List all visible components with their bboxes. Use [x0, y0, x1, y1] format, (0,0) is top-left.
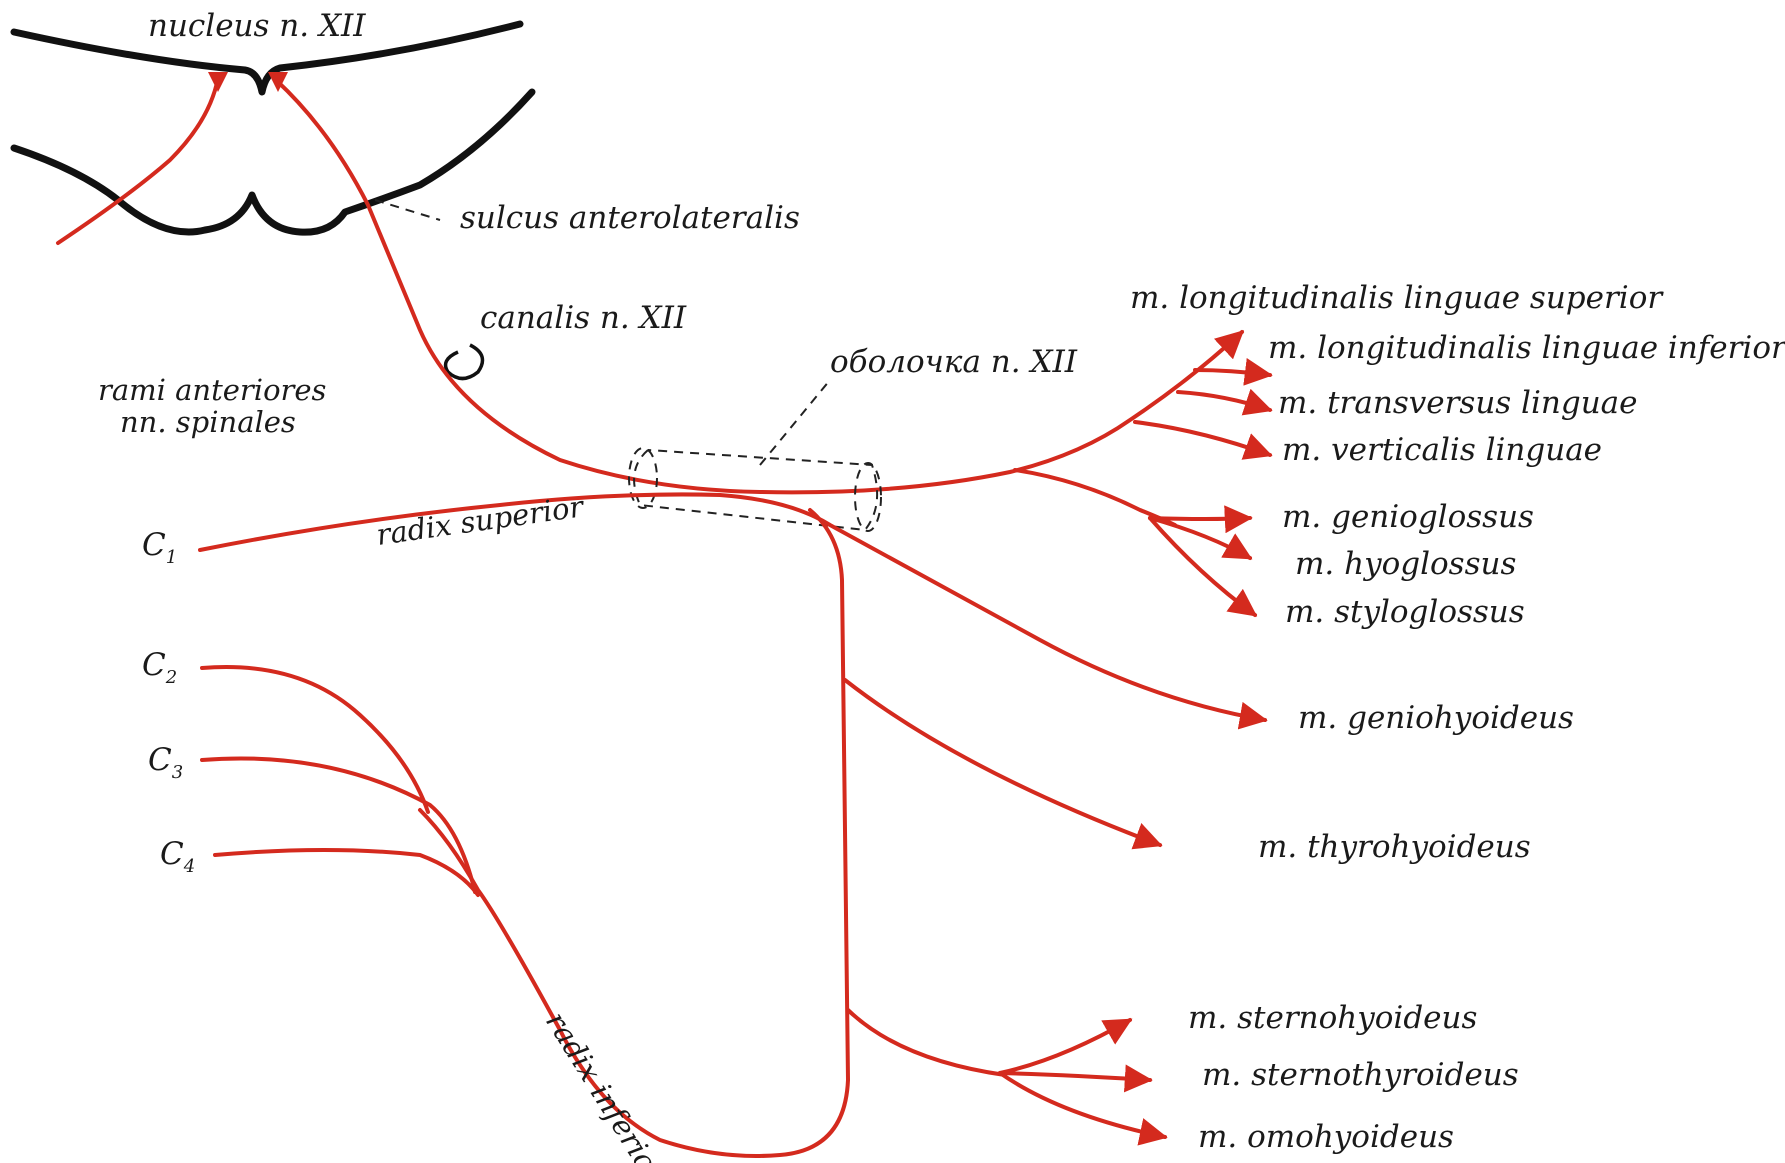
branch-verticalis	[1135, 422, 1270, 455]
radix-inferior-loop	[420, 510, 848, 1156]
label-radix-inferior: radix inferior	[539, 1006, 672, 1163]
label-geniohyoideus: m. geniohyoideus	[1298, 700, 1574, 736]
branch-genioglossus	[1150, 518, 1250, 519]
label-c2: C2	[142, 647, 177, 688]
label-genioglossus: m. genioglossus	[1282, 499, 1534, 535]
c4-fiber	[215, 850, 478, 895]
label-rami-line1: rami anteriores	[98, 373, 326, 407]
label-sternothyroideus: m. sternothyroideus	[1202, 1057, 1519, 1093]
sulcus-pointer	[375, 200, 440, 220]
label-styloglossus: m. styloglossus	[1285, 594, 1525, 630]
sheath-pointer	[760, 380, 830, 465]
label-verticalis: m. verticalis linguae	[1282, 432, 1602, 468]
label-long-inf: m. longitudinalis linguae inferior	[1268, 330, 1785, 366]
brainstem-lower-outline	[14, 92, 532, 232]
label-c4: C4	[160, 836, 195, 877]
label-thyrohyoideus: m. thyrohyoideus	[1258, 829, 1531, 865]
branch-omohyoideus	[1000, 1073, 1165, 1137]
label-nucleus: nucleus n. XII	[148, 8, 366, 44]
label-radix-superior: radix superior	[374, 489, 587, 552]
branch-sternohyoideus	[1000, 1020, 1130, 1073]
label-hyoglossus: m. hyoglossus	[1295, 546, 1516, 582]
c1-fiber	[200, 494, 1265, 720]
svg-text:C1: C1	[142, 527, 177, 568]
infrahyoid-trunk	[848, 1010, 1005, 1075]
branch-long-inf	[1195, 370, 1270, 375]
label-c3: C3	[148, 742, 183, 783]
nucleus-arrow-left	[208, 72, 228, 92]
label-rami-line2: nn. spinales	[120, 405, 296, 439]
branch-thyrohyoideus	[845, 680, 1160, 845]
label-sternohyoideus: m. sternohyoideus	[1188, 1000, 1477, 1036]
svg-text:C3: C3	[148, 742, 183, 783]
canalis-loop	[446, 345, 483, 379]
label-omohyoideus: m. omohyoideus	[1198, 1119, 1454, 1155]
label-canalis: canalis n. XII	[480, 300, 687, 336]
branch-styloglossus	[1150, 518, 1255, 615]
hypoglossal-nerve-main	[276, 80, 1242, 492]
label-c1: C1	[142, 527, 177, 568]
branch-transversus	[1178, 392, 1270, 410]
svg-text:C4: C4	[160, 836, 195, 877]
label-obolochka: оболочка n. XII	[830, 344, 1078, 380]
label-sulcus: sulcus anterolateralis	[460, 200, 800, 236]
branch-sternothyroideus	[1000, 1073, 1150, 1080]
label-long-sup: m. longitudinalis linguae superior	[1130, 280, 1664, 316]
c2-fiber	[202, 667, 428, 812]
branch-hyoglossus	[1150, 518, 1250, 558]
label-transversus: m. transversus linguae	[1278, 385, 1637, 421]
svg-text:C2: C2	[142, 647, 177, 688]
